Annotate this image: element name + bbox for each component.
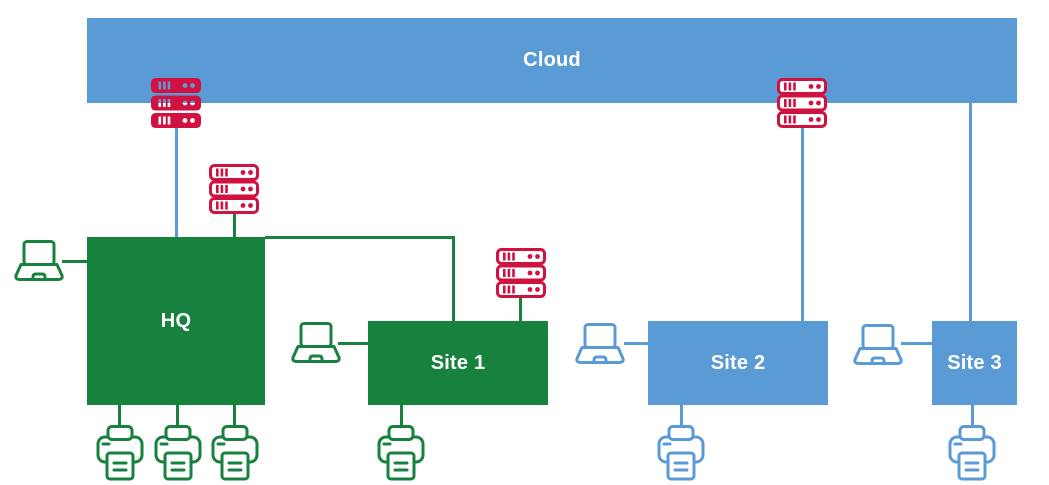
laptop-icon[interactable]	[14, 239, 64, 282]
printer-icon[interactable]	[948, 425, 996, 481]
site2-label: Site 2	[710, 351, 766, 374]
connector-site2-to-printer	[680, 405, 683, 426]
connector-hq-to-printer-1	[118, 405, 121, 426]
laptop-icon[interactable]	[291, 321, 341, 364]
connector-cloud-server-to-site2	[801, 126, 804, 321]
connector-laptop-to-hq	[62, 260, 87, 263]
connector-cloud-to-site3	[969, 103, 972, 321]
site1-label: Site 1	[430, 351, 486, 374]
server-rack-icon[interactable]	[209, 164, 259, 214]
server-rack-icon[interactable]	[496, 248, 546, 298]
server-rack-icon[interactable]	[777, 78, 827, 128]
laptop-icon[interactable]	[853, 323, 903, 366]
cloud-label: Cloud	[523, 49, 581, 71]
server-rack-icon[interactable]	[151, 78, 201, 128]
hq-node[interactable]: HQ	[87, 237, 265, 405]
laptop-icon[interactable]	[575, 322, 625, 365]
printer-icon[interactable]	[96, 425, 144, 481]
site2-node[interactable]: Site 2	[648, 321, 828, 405]
site3-label: Site 3	[947, 351, 1002, 374]
connector-server-to-hq	[233, 212, 236, 237]
cloud-node[interactable]: Cloud	[87, 18, 1017, 103]
connector-laptop-to-site2	[624, 342, 648, 345]
connector-site3-to-printer	[971, 405, 974, 426]
connector-server-to-site1	[519, 296, 522, 321]
site3-node[interactable]: Site 3	[932, 321, 1017, 405]
connector-hq-to-printer-3	[233, 405, 236, 426]
printer-icon[interactable]	[211, 425, 259, 481]
connector-site1-to-printer	[400, 405, 403, 426]
connector-hq-to-site1-horizontal	[265, 236, 455, 239]
connector-laptop-to-site1	[338, 342, 368, 345]
hq-label: HQ	[160, 309, 192, 332]
printer-icon[interactable]	[657, 425, 705, 481]
printer-icon[interactable]	[154, 425, 202, 481]
site1-node[interactable]: Site 1	[368, 321, 548, 405]
printer-icon[interactable]	[377, 425, 425, 481]
connector-hq-to-printer-2	[176, 405, 179, 426]
connector-hq-to-site1-vertical	[452, 236, 455, 321]
connector-cloud-server-to-hq	[175, 126, 178, 237]
connector-laptop-to-site3	[901, 342, 932, 345]
